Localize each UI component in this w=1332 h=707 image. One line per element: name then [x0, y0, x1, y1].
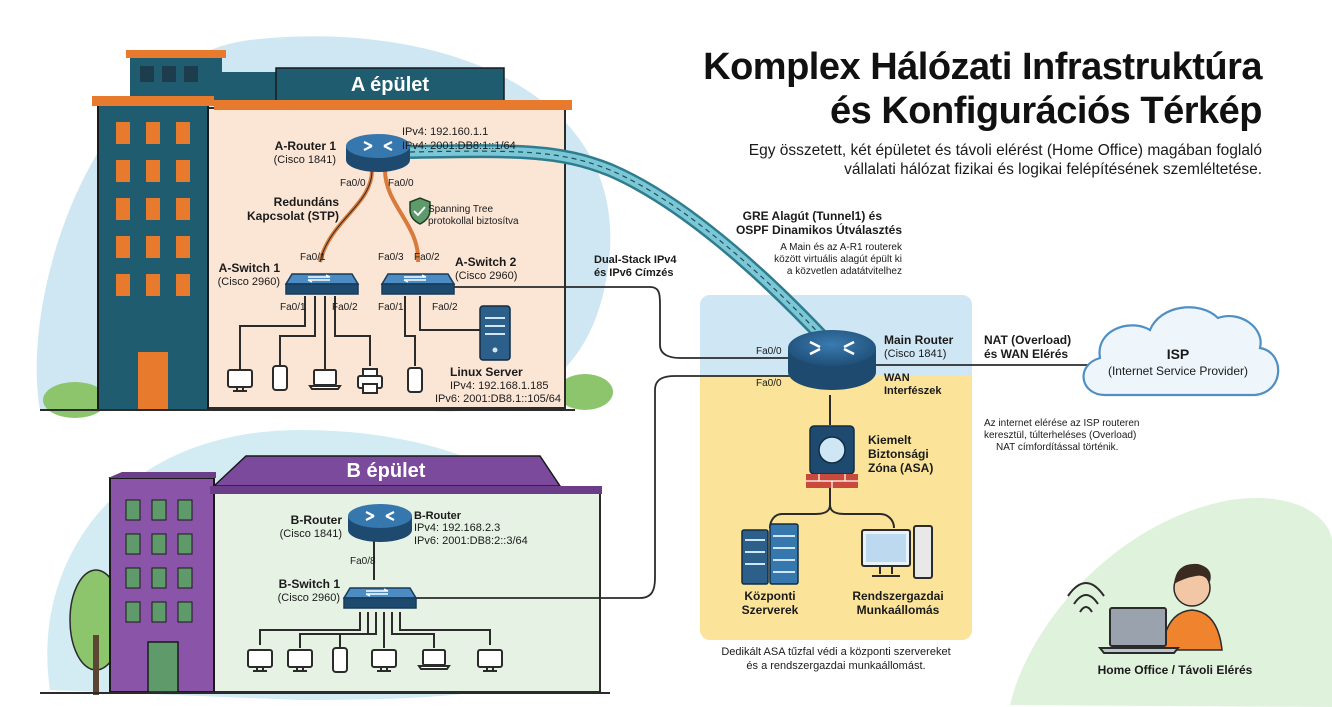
dual-stack-line2: és IPv6 Címzés	[594, 267, 674, 279]
a-switch2-name: A-Switch 2	[455, 255, 517, 269]
shield-icon	[409, 197, 431, 225]
gre-desc-line3: a közvetlen adatátvitelhez	[786, 266, 902, 277]
gre-title-line2: OSPF Dinamikos Útválasztés	[735, 223, 902, 237]
main-router-port1: Fa0/0	[756, 346, 782, 357]
a-switch1-icon[interactable]	[285, 273, 359, 295]
b-router-port: Fa0/8	[350, 556, 376, 567]
b-switch-name: B-Switch 1	[278, 577, 340, 591]
asa-note-line2: és a rendszergazdai munkaállomást.	[746, 660, 926, 672]
links	[239, 144, 1095, 648]
b-pc-icon[interactable]	[247, 649, 273, 672]
building-a-label: A épület	[350, 74, 430, 96]
b-switch-icon[interactable]	[343, 587, 417, 609]
b-phone-icon[interactable]	[332, 647, 348, 673]
isp-cloud-icon[interactable]	[1082, 306, 1280, 397]
page-title-line2: és Konfigurációs Térkép	[830, 90, 1262, 132]
a-router-name: A-Router 1	[274, 139, 336, 153]
b-router-name: B-Router	[290, 513, 342, 527]
page-title-line1: Komplex Hálózati Infrastruktúra	[703, 46, 1262, 88]
a-switch2-port-down2: Fa0/2	[432, 302, 458, 313]
a-pc-icon[interactable]	[227, 369, 253, 392]
a-switch2-port-up1: Fa0/3	[378, 252, 404, 263]
stp-note-line1: Spanning Tree	[428, 204, 494, 215]
nat-label-line2: és WAN Elérés	[984, 347, 1069, 361]
a-switch2-port-up2: Fa0/2	[414, 252, 440, 263]
linux-server-ipv4: IPv4: 192.168.1.185	[450, 380, 549, 392]
isp-note-line2: keresztül, túlterheléses (Overload)	[984, 430, 1137, 441]
a-router-icon[interactable]	[344, 132, 412, 174]
a-router-ipv6: IPv4: 2001:DB8:1::1/64	[402, 140, 516, 152]
dual-stack-line1: Dual-Stack IPv4	[594, 254, 677, 266]
building-b-label: B épület	[346, 460, 426, 482]
main-router-icon[interactable]	[788, 330, 876, 390]
b-router-ipv6: IPv6: 2001:DB8:2::3/64	[414, 535, 528, 547]
b-router-model: (Cisco 1841)	[279, 528, 342, 540]
isp-name: ISP	[1166, 346, 1190, 362]
a-router-ipv4: IPv4: 192.160.1.1	[402, 126, 489, 138]
main-router-wan2: Interfészek	[884, 385, 942, 397]
linux-server-icon[interactable]	[479, 305, 511, 361]
a-switch1-port-down2: Fa0/2	[332, 302, 358, 313]
b-pc-icon[interactable]	[371, 649, 397, 672]
a-tablet-icon[interactable]	[407, 367, 423, 393]
central-servers-line1: Központi	[744, 589, 796, 603]
a-switch2-port-down1: Fa0/1	[378, 302, 404, 313]
linux-server-ipv6: IPv6: 2001:DB8.1::105/64	[435, 393, 561, 405]
central-servers-icon[interactable]	[741, 523, 799, 585]
redundant-label-line1: Redundáns	[273, 195, 339, 209]
bush	[557, 374, 613, 410]
main-router-port2: Fa0/0	[756, 378, 782, 389]
a-laptop-icon[interactable]	[309, 369, 341, 390]
b-router-ipv4: IPv4: 192.168.2.3	[414, 522, 501, 534]
asa-label-line3: Zóna (ASA)	[868, 461, 934, 475]
a-router-port-right: Fa0/0	[388, 178, 414, 189]
main-router-model: (Cisco 1841)	[884, 348, 947, 360]
a-router-port-left: Fa0/0	[340, 178, 366, 189]
a-phone-icon[interactable]	[272, 365, 288, 391]
asa-note-line1: Dedikált ASA tűzfal védi a központi szer…	[721, 646, 951, 658]
linux-server-name: Linux Server	[450, 365, 523, 379]
admin-ws-line1: Rendszergazdai	[852, 589, 944, 603]
building-b	[40, 455, 610, 694]
b-switch-model: (Cisco 2960)	[277, 592, 340, 604]
isp-note-line1: Az internet elérése az ISP routeren	[984, 418, 1140, 429]
a-switch2-model: (Cisco 2960)	[455, 270, 518, 282]
a-switch1-model: (Cisco 2960)	[217, 276, 280, 288]
admin-workstation-icon[interactable]	[861, 525, 933, 579]
central-servers-line2: Szerverek	[741, 603, 799, 617]
b-pc-icon[interactable]	[477, 649, 503, 672]
a-switch1-port-up: Fa0/1	[300, 252, 326, 263]
main-router-wan1: WAN	[884, 372, 910, 384]
gre-title-line1: GRE Alagút (Tunnel1) és	[742, 209, 882, 223]
home-office-person-icon	[1067, 563, 1223, 654]
redundant-label-line2: Kapcsolat (STP)	[246, 209, 339, 223]
a-switch1-name: A-Switch 1	[218, 261, 280, 275]
a-switch1-port-down1: Fa0/1	[280, 302, 306, 313]
asa-label-line1: Kiemelt	[868, 433, 912, 447]
subtitle-line1: Egy összetett, két épületet és távoli el…	[748, 142, 1262, 159]
gre-desc-line1: A Main és az A-R1 routerek	[780, 242, 902, 253]
home-office-label: Home Office / Távoli Elérés	[1097, 663, 1253, 677]
b-router-icon[interactable]	[346, 502, 414, 544]
subtitle-line2: vállalati hálózat fizikai és logikai fel…	[844, 161, 1262, 178]
stp-note-line2: protokollal biztosítva	[428, 216, 519, 227]
main-router-name: Main Router	[884, 333, 954, 347]
bg-blob-home	[1010, 498, 1332, 707]
b-router-ip-title: B-Router	[414, 510, 462, 522]
isp-note-line3: NAT címfordítással történik.	[996, 442, 1119, 453]
nat-label-line1: NAT (Overload)	[984, 333, 1072, 347]
b-laptop-icon[interactable]	[418, 649, 450, 670]
a-switch2-icon[interactable]	[381, 273, 455, 295]
asa-firewall-icon[interactable]	[806, 425, 858, 488]
b-pc-icon[interactable]	[287, 649, 313, 672]
admin-ws-line2: Munkaállomás	[856, 603, 940, 617]
isp-full-name: (Internet Service Provider)	[1107, 364, 1249, 378]
a-router-model: (Cisco 1841)	[273, 154, 336, 166]
gre-desc-line2: között virtuális alagút épült ki	[774, 254, 902, 265]
asa-label-line2: Biztonsági	[868, 447, 929, 461]
